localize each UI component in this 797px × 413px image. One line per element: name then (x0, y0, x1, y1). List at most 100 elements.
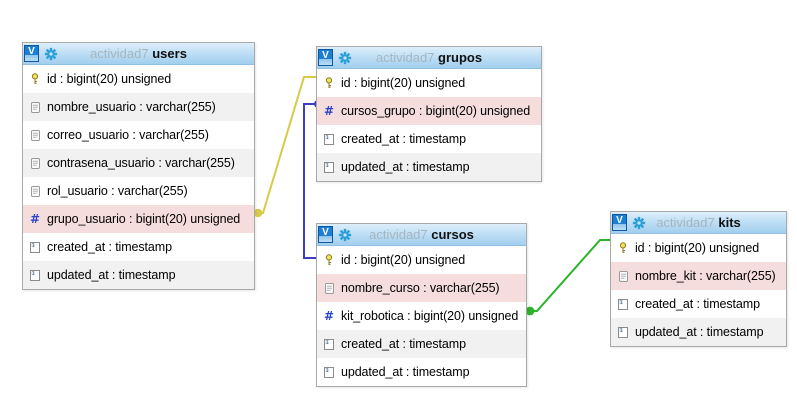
column-row-updated-at[interactable]: 1 updated_at : timestamp (611, 318, 786, 346)
svg-text:1: 1 (326, 339, 329, 345)
svg-text:1: 1 (326, 367, 329, 373)
table-name: grupos (438, 50, 483, 65)
calendar-icon: 1 (28, 241, 42, 253)
column-label: rol_usuario : varchar(255) (47, 184, 188, 198)
column-label: created_at : timestamp (341, 337, 466, 351)
column-row-created-at[interactable]: 1 created_at : timestamp (23, 233, 254, 261)
database-name: actividad7 (369, 227, 428, 242)
table-name: cursos (431, 227, 474, 242)
svg-text:1: 1 (620, 327, 623, 333)
column-row-grupo-usuario[interactable]: # grupo_usuario : bigint(20) unsigned (23, 205, 254, 233)
hash-icon: # (323, 309, 335, 323)
column-label: kit_robotica : bigint(20) unsigned (341, 309, 519, 323)
table-name: kits (718, 215, 741, 230)
table-options-gear-icon[interactable] (338, 51, 352, 65)
column-label: nombre_kit : varchar(255) (635, 269, 776, 283)
table-options-gear-icon[interactable] (338, 228, 352, 242)
designer-v-icon[interactable]: V (318, 49, 333, 66)
column-label: created_at : timestamp (47, 240, 172, 254)
table-options-gear-icon[interactable] (632, 216, 646, 230)
table-grupos-header[interactable]: V actividad7 grupos (317, 47, 541, 69)
table-title: actividad7 grupos (317, 50, 541, 65)
column-label: id : bigint(20) unsigned (47, 72, 172, 86)
hash-icon: # (323, 104, 335, 118)
calendar-icon: 1 (322, 366, 336, 378)
field-icon (28, 101, 42, 113)
column-row-created-at[interactable]: 1 created_at : timestamp (317, 330, 526, 358)
field-icon (616, 270, 630, 282)
table-kits: V actividad7 kits id : bigint(20) unsign… (610, 211, 787, 347)
column-row-id[interactable]: id : bigint(20) unsigned (611, 234, 786, 262)
column-row-id[interactable]: id : bigint(20) unsigned (23, 65, 254, 93)
column-row-updated-at[interactable]: 1 updated_at : timestamp (317, 153, 541, 181)
column-label: nombre_curso : varchar(255) (341, 281, 500, 295)
column-row-updated-at[interactable]: 1 updated_at : timestamp (317, 358, 526, 386)
key-icon (616, 242, 630, 254)
relation-endpoint-dot (253, 208, 263, 218)
column-row-created-at[interactable]: 1 created_at : timestamp (611, 290, 786, 318)
column-label: correo_usuario : varchar(255) (47, 128, 209, 142)
field-icon (28, 157, 42, 169)
table-options-gear-icon[interactable] (44, 47, 58, 61)
table-name: users (152, 46, 187, 61)
hash-icon: # (29, 212, 41, 226)
column-row-cursos-grupo[interactable]: # cursos_grupo : bigint(20) unsigned (317, 97, 541, 125)
database-name: actividad7 (90, 46, 149, 61)
column-label: id : bigint(20) unsigned (635, 241, 760, 255)
table-kits-header[interactable]: V actividad7 kits (611, 212, 786, 234)
column-row-id[interactable]: id : bigint(20) unsigned (317, 246, 526, 274)
field-icon (28, 185, 42, 197)
table-grupos: V actividad7 grupos id : bigint(20) unsi… (316, 46, 542, 182)
relation-line-users-grupos[interactable] (255, 76, 317, 214)
column-label: updated_at : timestamp (635, 325, 764, 339)
column-label: nombre_usuario : varchar(255) (47, 100, 216, 114)
calendar-icon: 1 (616, 326, 630, 338)
column-label: created_at : timestamp (635, 297, 760, 311)
column-row-id[interactable]: id : bigint(20) unsigned (317, 69, 541, 97)
column-row-created-at[interactable]: 1 created_at : timestamp (317, 125, 541, 153)
table-cursos: V actividad7 cursos id : bigint(20) unsi… (316, 223, 527, 387)
column-row-updated-at[interactable]: 1 updated_at : timestamp (23, 261, 254, 289)
column-label: updated_at : timestamp (341, 365, 470, 379)
calendar-icon: 1 (28, 269, 42, 281)
column-row-kit-robotica[interactable]: # kit_robotica : bigint(20) unsigned (317, 302, 526, 330)
column-row-rol-usuario[interactable]: rol_usuario : varchar(255) (23, 177, 254, 205)
key-icon (322, 77, 336, 89)
database-name: actividad7 (375, 50, 435, 65)
svg-text:1: 1 (32, 270, 35, 276)
database-name: actividad7 (656, 215, 715, 230)
column-label: cursos_grupo : bigint(20) unsigned (341, 104, 531, 118)
calendar-icon: 1 (322, 133, 336, 145)
column-label: grupo_usuario : bigint(20) unsigned (47, 212, 241, 226)
column-label: updated_at : timestamp (341, 160, 470, 174)
designer-v-icon[interactable]: V (612, 214, 627, 231)
svg-text:1: 1 (32, 242, 35, 248)
field-icon (28, 129, 42, 141)
column-row-contrasena-usuario[interactable]: contrasena_usuario : varchar(255) (23, 149, 254, 177)
relation-line-cursos-kits[interactable] (526, 239, 611, 312)
key-icon (322, 254, 336, 266)
calendar-icon: 1 (322, 161, 336, 173)
svg-text:1: 1 (620, 299, 623, 305)
column-label: id : bigint(20) unsigned (341, 253, 466, 267)
column-row-nombre-usuario[interactable]: nombre_usuario : varchar(255) (23, 93, 254, 121)
table-title: actividad7 cursos (317, 227, 526, 242)
svg-text:1: 1 (326, 162, 329, 168)
table-users: V actividad7 users id : bigint(20) unsig… (22, 42, 255, 290)
table-title: actividad7 kits (611, 215, 786, 230)
column-label: contrasena_usuario : varchar(255) (47, 156, 235, 170)
table-users-header[interactable]: V actividad7 users (23, 43, 254, 65)
field-icon (322, 282, 336, 294)
designer-v-icon[interactable]: V (24, 45, 39, 62)
column-label: id : bigint(20) unsigned (341, 76, 466, 90)
table-cursos-header[interactable]: V actividad7 cursos (317, 224, 526, 246)
column-row-nombre-curso[interactable]: nombre_curso : varchar(255) (317, 274, 526, 302)
column-label: updated_at : timestamp (47, 268, 176, 282)
column-row-nombre-kit[interactable]: nombre_kit : varchar(255) (611, 262, 786, 290)
svg-text:1: 1 (326, 134, 329, 140)
column-row-correo-usuario[interactable]: correo_usuario : varchar(255) (23, 121, 254, 149)
calendar-icon: 1 (616, 298, 630, 310)
designer-v-icon[interactable]: V (318, 226, 333, 243)
calendar-icon: 1 (322, 338, 336, 350)
